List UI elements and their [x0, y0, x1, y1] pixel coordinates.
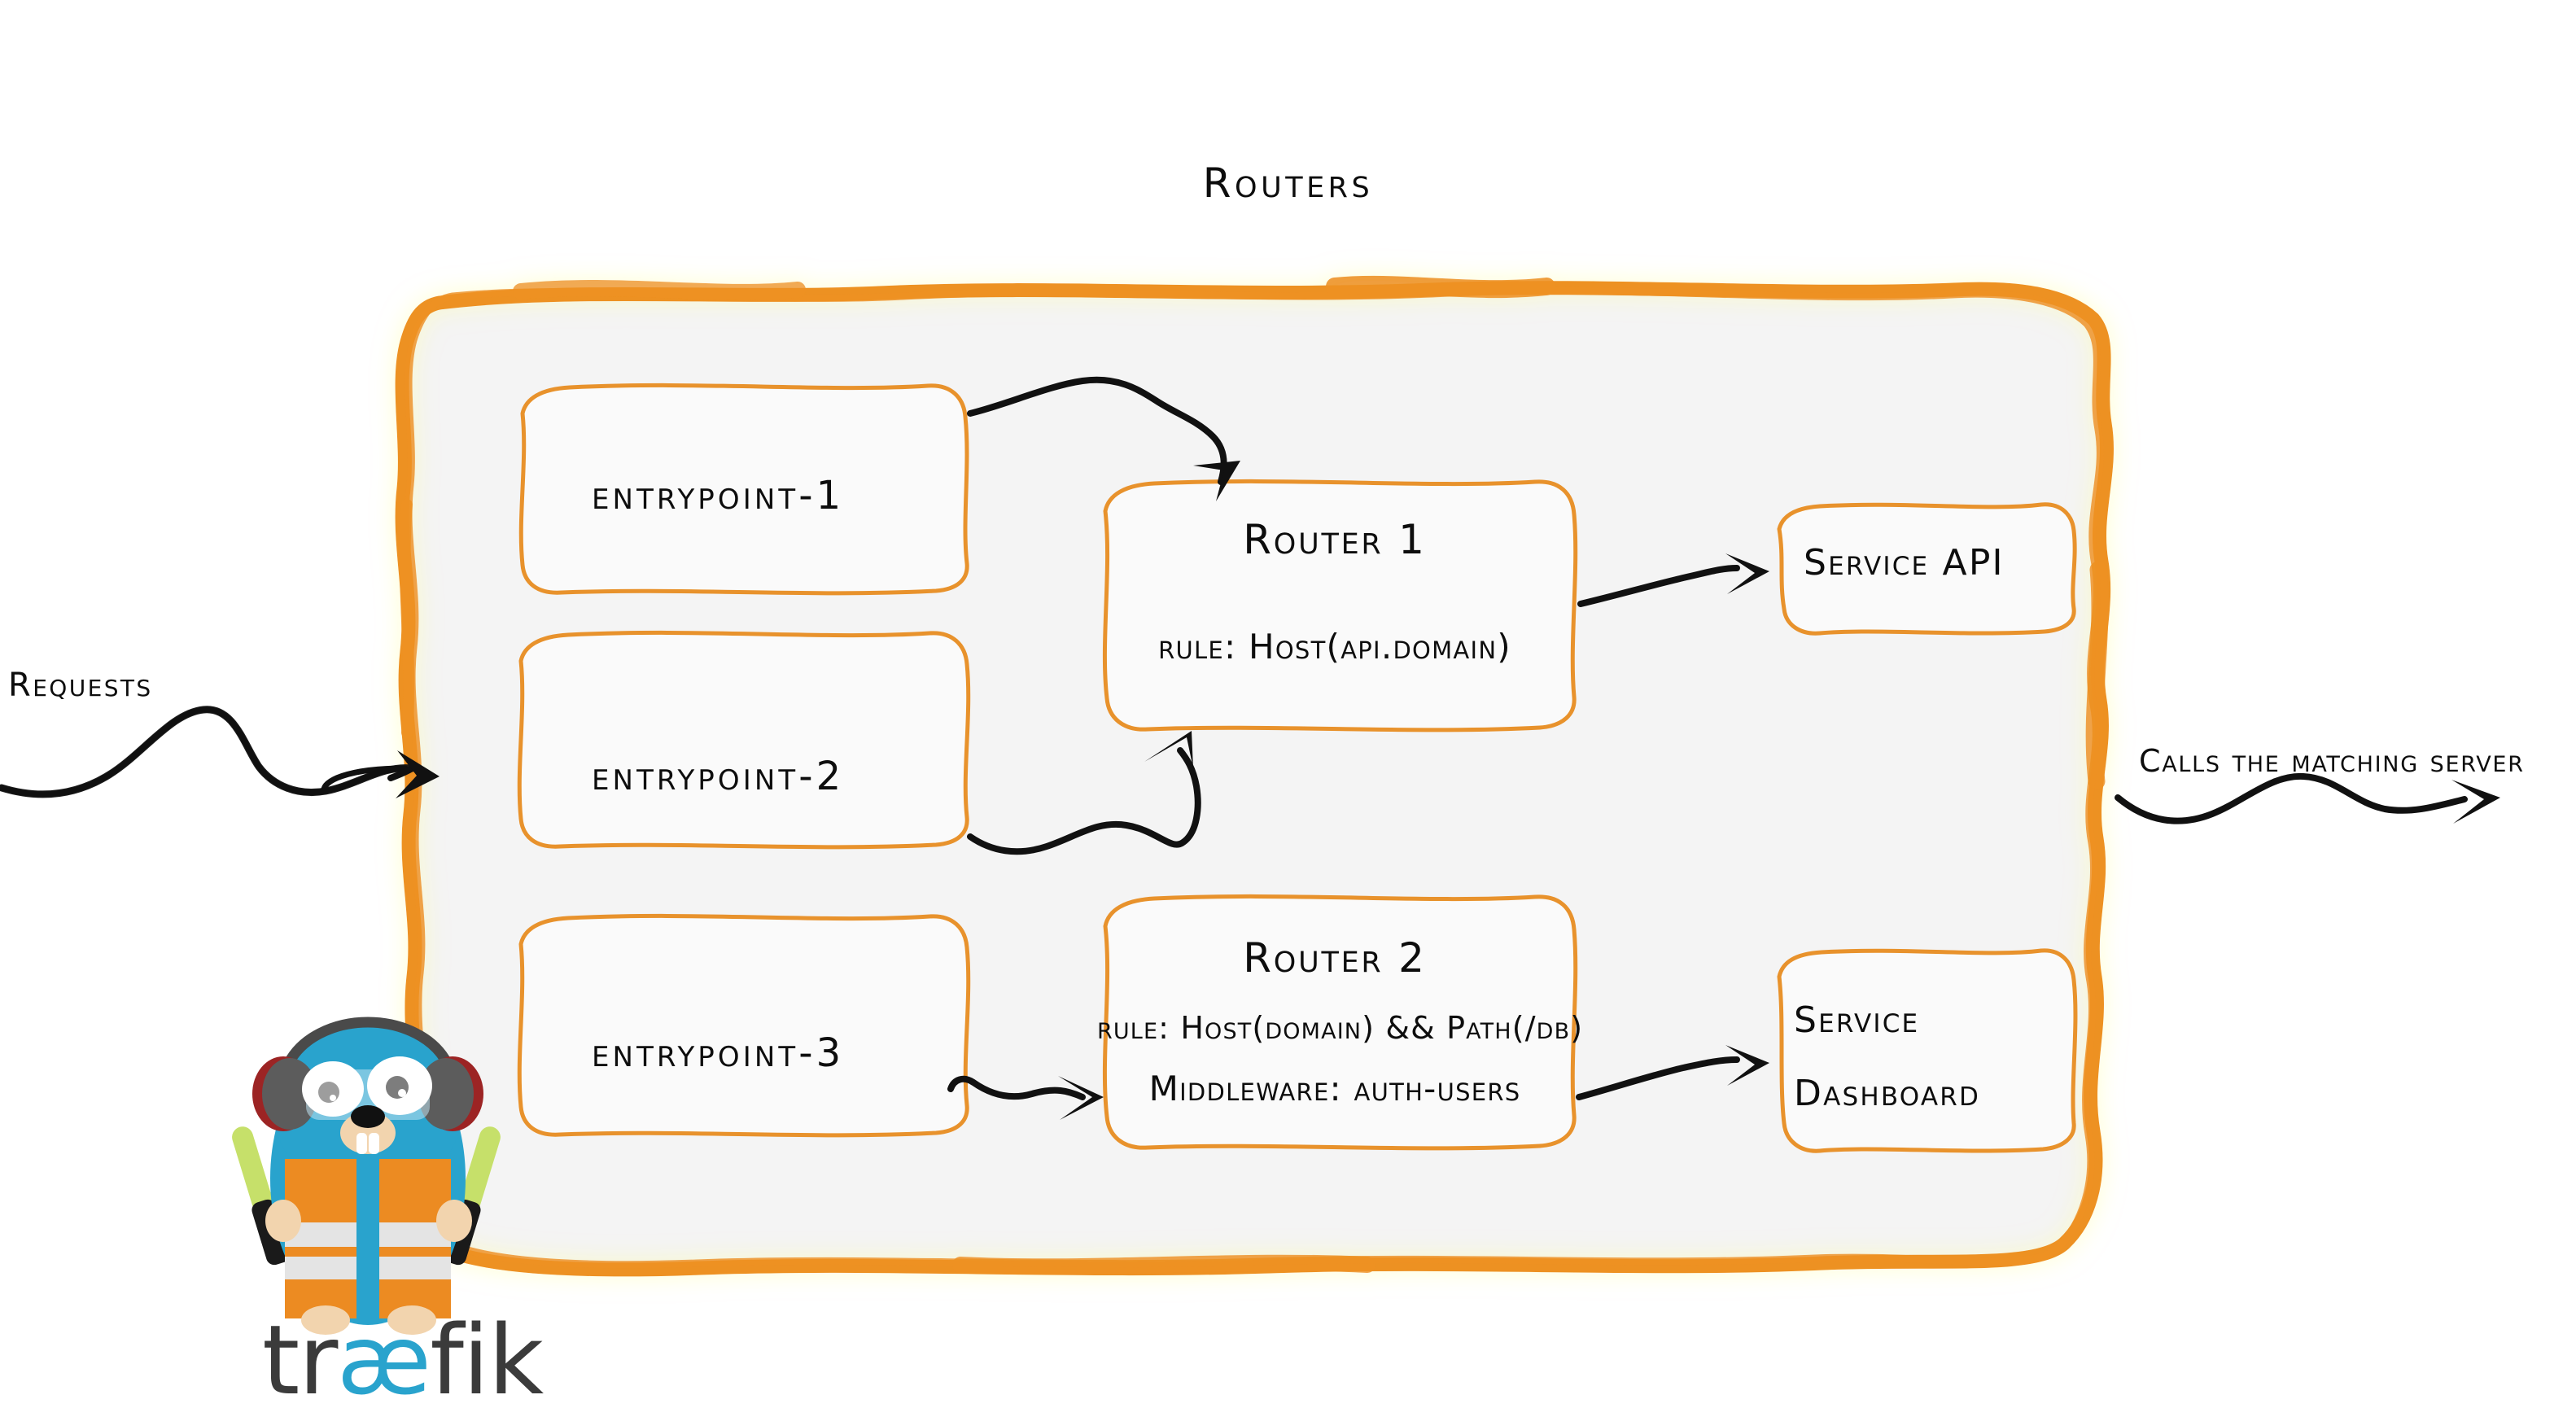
gopher-nose	[351, 1105, 385, 1128]
panel-border-fleck-right	[2085, 561, 2109, 790]
router-1-title: Router 1	[1243, 516, 1427, 563]
entrypoint-1-label: entrypoint-1	[592, 473, 845, 518]
gopher-figure	[232, 1017, 501, 1335]
entrypoint-2-label: entrypoint-2	[592, 754, 845, 799]
arrow-ep2-to-router1	[967, 731, 1201, 855]
service-api-label: Service API	[1804, 542, 2005, 584]
calls-matching-server-label: Calls the matching server	[2139, 743, 2525, 779]
gopher-foot-left	[301, 1305, 350, 1335]
gopher-foot-right	[387, 1305, 436, 1335]
panel-border-fleck-topleft	[513, 280, 806, 300]
headphone-earcup-left-icon	[252, 1056, 317, 1131]
router-2-title: Router 2	[1243, 934, 1427, 982]
arrow-router2-to-servicedashboard	[1576, 1045, 1769, 1100]
router-2-rule: rule: Host(domain) && Path(/db)	[1097, 1010, 1584, 1046]
arrow-ep3-to-router2	[947, 1075, 1104, 1120]
service-dashboard-label-line2: Dashboard	[1794, 1073, 1981, 1114]
router-1-box[interactable]	[1102, 479, 1578, 732]
panel-border-fleck-top	[1326, 275, 1555, 299]
router-1-rule: rule: Host(api.domain)	[1158, 627, 1511, 667]
arrow-requests-in	[0, 706, 440, 798]
safety-vest	[285, 1159, 451, 1318]
panel-border-fleck-left	[399, 499, 415, 738]
page-title: Routers	[1202, 160, 1374, 207]
arrow-ep1-to-router1	[967, 376, 1240, 501]
headphones-band-icon	[281, 1017, 455, 1073]
router-2-middleware: Middleware: auth-users	[1148, 1069, 1521, 1108]
gopher-hand-left	[265, 1200, 301, 1242]
service-dashboard-label-line1: Service	[1794, 999, 1920, 1041]
wordmark-part1: tr	[262, 1304, 338, 1408]
traefik-wordmark: træfik	[262, 1312, 544, 1408]
gopher-hand-right	[436, 1200, 472, 1242]
arrow-router1-to-serviceapi	[1577, 553, 1769, 607]
headphone-earcup-right-icon	[418, 1056, 483, 1131]
gopher-tooth-right	[369, 1133, 379, 1154]
arrow-calls-out	[2115, 772, 2500, 824]
gopher-tooth-left	[356, 1133, 367, 1154]
wordmark-part2: fik	[430, 1304, 544, 1408]
panel-border-stroke-jitter	[405, 286, 2104, 1269]
requests-label: Requests	[8, 667, 153, 704]
service-dashboard-box[interactable]	[1777, 948, 2078, 1153]
wordmark-ae-ligature: æ	[336, 1304, 431, 1408]
entrypoint-3-label: entrypoint-3	[592, 1030, 845, 1076]
entrypoint-2-box[interactable]	[517, 630, 971, 850]
gopher-pupil-left	[318, 1082, 339, 1103]
entrypoint-3-box[interactable]	[517, 913, 971, 1138]
service-api-box[interactable]	[1777, 502, 2077, 636]
entrypoint-1-box[interactable]	[518, 383, 969, 596]
router-2-box[interactable]	[1102, 894, 1578, 1151]
panel-border-fleck-bottom	[952, 1254, 1375, 1275]
